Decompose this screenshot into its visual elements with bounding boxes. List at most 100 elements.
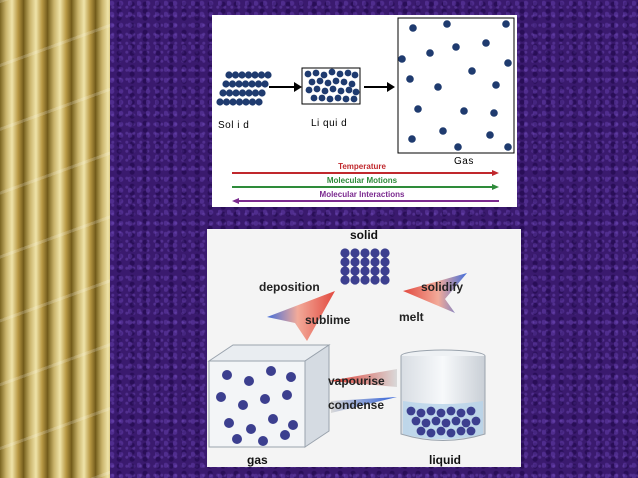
gas-cube-particle — [266, 366, 276, 376]
solid-block-particle — [350, 275, 360, 285]
beaker-particle — [441, 418, 451, 428]
solid-particle — [228, 80, 237, 88]
phase-transitions-panel: solid deposition sublime solidify melt g… — [207, 228, 521, 467]
solid-particle — [225, 71, 233, 79]
gas-cube-particle — [282, 390, 292, 400]
solid-particle — [251, 89, 260, 97]
solid-particle — [238, 89, 247, 97]
solid-particle — [222, 80, 230, 88]
solid-block-particle — [340, 275, 350, 285]
liquid-particle — [320, 71, 328, 79]
deposition-label: deposition — [259, 280, 320, 294]
liquid-particle — [337, 87, 345, 95]
condense-arrow — [331, 397, 397, 413]
liquid-particle — [340, 78, 348, 86]
liquid-container — [301, 67, 361, 105]
gas-particle — [460, 107, 468, 115]
liquid-particle — [308, 78, 316, 86]
beaker-particle — [466, 406, 476, 416]
gold-column-decoration — [0, 0, 110, 478]
solid-block-particle — [340, 248, 350, 258]
gas-particle — [490, 109, 498, 117]
gas-particle — [443, 20, 451, 28]
liquid-particle — [316, 77, 324, 85]
gas-particle — [414, 105, 422, 113]
solid-particle — [238, 71, 246, 79]
solid-block-particle — [360, 275, 370, 285]
beaker-particle — [461, 418, 471, 428]
solid-particle — [264, 71, 272, 79]
solidify-melt-arrow — [403, 273, 467, 313]
liquid-particle — [324, 79, 332, 87]
gas-cube-particles — [216, 366, 298, 446]
gas-particle — [502, 20, 510, 28]
gas-cube-particle — [222, 370, 232, 380]
beaker-particle — [436, 408, 446, 418]
solid-block-particle — [380, 266, 390, 276]
beaker-particle — [406, 406, 416, 416]
melt-label: melt — [399, 310, 424, 324]
sublime-label: sublime — [305, 313, 351, 327]
solid-block-particle — [370, 275, 380, 285]
solid-block-particle — [380, 275, 390, 285]
gas-particle — [482, 39, 490, 47]
solid-particle — [225, 89, 234, 97]
solid-block-particle — [360, 257, 370, 267]
liquid-particle — [321, 87, 329, 95]
gas-particles — [398, 20, 512, 151]
gas-particle — [406, 75, 414, 83]
temperature-arrow — [232, 170, 499, 176]
gas-particle — [409, 24, 417, 32]
liquid-particle — [304, 70, 312, 78]
phase-transitions-svg: solid deposition sublime solidify melt g… — [207, 228, 486, 467]
liquid-particle — [313, 85, 321, 93]
beaker-particle — [416, 426, 426, 436]
arrow-solid-to-liquid — [269, 82, 302, 92]
solid-particle-block — [340, 248, 390, 285]
solid-block-particle — [370, 248, 380, 258]
liquid-label: Li qui d — [311, 118, 347, 129]
solid-label: Sol i d — [218, 120, 249, 131]
gas-particle — [426, 49, 434, 57]
gas-cube-particle — [268, 414, 278, 424]
solid-particle — [255, 98, 263, 106]
beaker-particle — [456, 426, 466, 436]
solid-particle — [254, 80, 263, 88]
condense-label: condense — [328, 398, 384, 412]
solid-state-label: solid — [350, 229, 378, 242]
beaker-particle — [426, 406, 436, 416]
gas-particle — [504, 143, 512, 151]
beaker-particle — [456, 408, 466, 418]
solid-particles — [216, 71, 272, 106]
beaker-particle — [411, 416, 421, 426]
solid-particle — [235, 80, 243, 88]
gas-particle — [504, 59, 512, 67]
gas-particle — [492, 81, 500, 89]
solid-block-particle — [360, 248, 370, 258]
liquid-particle — [345, 86, 353, 94]
solid-particle — [251, 71, 259, 79]
solid-particle — [222, 98, 231, 106]
solid-particle — [232, 89, 240, 97]
gas-particle — [454, 143, 462, 151]
liquid-particle — [326, 95, 334, 103]
beaker-particle — [471, 416, 481, 426]
solid-particle — [219, 89, 227, 97]
solid-block-particle — [350, 248, 360, 258]
gas-container — [397, 17, 515, 154]
liquid-particle — [334, 94, 342, 102]
gas-cube-particle — [280, 430, 290, 440]
gas-particle — [439, 127, 447, 135]
solid-block-particle — [340, 257, 350, 267]
solid-block-particle — [350, 257, 360, 267]
gas-cube-particle — [260, 394, 270, 404]
solid-particle — [245, 89, 253, 97]
liquid-particle — [310, 94, 318, 102]
solid-particle — [257, 71, 266, 79]
beaker-particle — [446, 406, 456, 416]
solid-block-particle — [370, 266, 380, 276]
liquid-particle — [350, 95, 358, 103]
liquid-particle — [342, 95, 350, 103]
liquid-particle — [312, 69, 320, 77]
liquid-particles-in-beaker — [406, 406, 481, 438]
